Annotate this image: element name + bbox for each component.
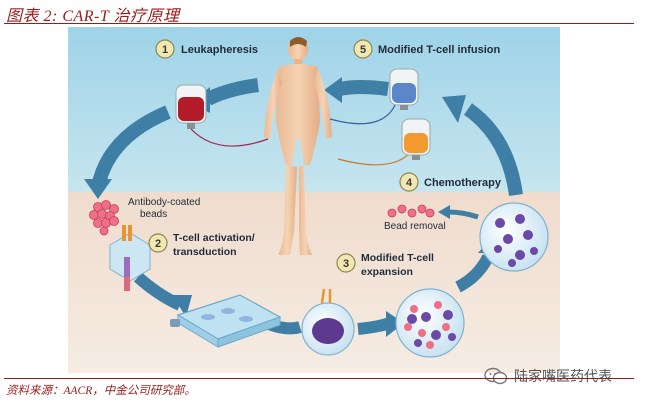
watermark-text: 陆家嘴医药代表 [514, 368, 612, 384]
arrowhead-patient [324, 77, 342, 103]
step-3-label-line1: Modified T-cell [361, 252, 434, 264]
chat-bubble-icon [484, 367, 508, 385]
arrow-cell-to-expansion [357, 317, 392, 335]
purified-cell-cluster-icon [479, 202, 549, 272]
antibody-beads-label-line1: Antibody-coated [128, 197, 200, 208]
car-receptor-icon [109, 225, 151, 291]
bead-removal-label: Bead removal [384, 221, 446, 232]
source-divider [4, 378, 634, 379]
collection-bag-icon [175, 84, 207, 129]
infusion-bag-blue-icon [389, 68, 419, 110]
step-badge-4: 4 [399, 172, 419, 192]
modified-t-cell-icon [301, 288, 355, 356]
arrowhead-bead-removal [438, 205, 450, 219]
step-2-label-line1: T-cell activation/ [173, 232, 255, 244]
arrowhead-expansion [386, 311, 404, 337]
svg-text:1: 1 [162, 44, 168, 56]
figure-source: 资料来源：AACR，中金公司研究部。 [6, 385, 196, 397]
svg-text:4: 4 [406, 177, 413, 189]
watermark: 陆家嘴医药代表 [484, 366, 612, 386]
arrow-bead-removal [447, 209, 479, 220]
step-1-label: Leukapheresis [181, 44, 258, 56]
arrow-up-to-infusion [463, 103, 523, 197]
arrowhead-infusion [442, 95, 466, 123]
step-5-label: Modified T-cell infusion [378, 44, 501, 56]
step-3-label-line2: expansion [361, 266, 413, 278]
tubing-collection [190, 128, 269, 147]
removed-beads-icon [387, 204, 435, 218]
culture-flask-icon [170, 294, 282, 348]
arrow-to-patient [338, 80, 389, 96]
step-2-label-line2: transduction [173, 246, 237, 258]
svg-text:5: 5 [360, 44, 366, 56]
svg-text:2: 2 [155, 238, 161, 250]
arrow-to-bag [204, 78, 259, 106]
expansion-cell-cluster-icon [395, 288, 465, 358]
figure-title: 图表 2: CAR-T 治疗原理 [6, 8, 180, 25]
svg-text:3: 3 [343, 258, 349, 270]
antibody-beads-label-line2: beads [140, 209, 167, 220]
step-badge-1: 1 [155, 39, 175, 59]
infusion-bag-orange-icon [401, 118, 431, 160]
arrow-to-flask [133, 272, 183, 311]
arrow-collect-to-beads [91, 105, 171, 189]
antibody-beads-icon [89, 200, 119, 236]
step-4-label: Chemotherapy [424, 177, 502, 189]
patient-figure-icon [264, 37, 332, 255]
title-divider [4, 23, 634, 24]
step-badge-2: 2 [148, 233, 168, 253]
arrow-expansion-up [455, 254, 494, 293]
step-badge-3: 3 [336, 253, 356, 273]
arrowhead-beads [84, 179, 112, 199]
cart-therapy-diagram: 1 Leukapheresis 5 Modified T-cell infusi… [68, 27, 560, 373]
step-badge-5: 5 [353, 39, 373, 59]
